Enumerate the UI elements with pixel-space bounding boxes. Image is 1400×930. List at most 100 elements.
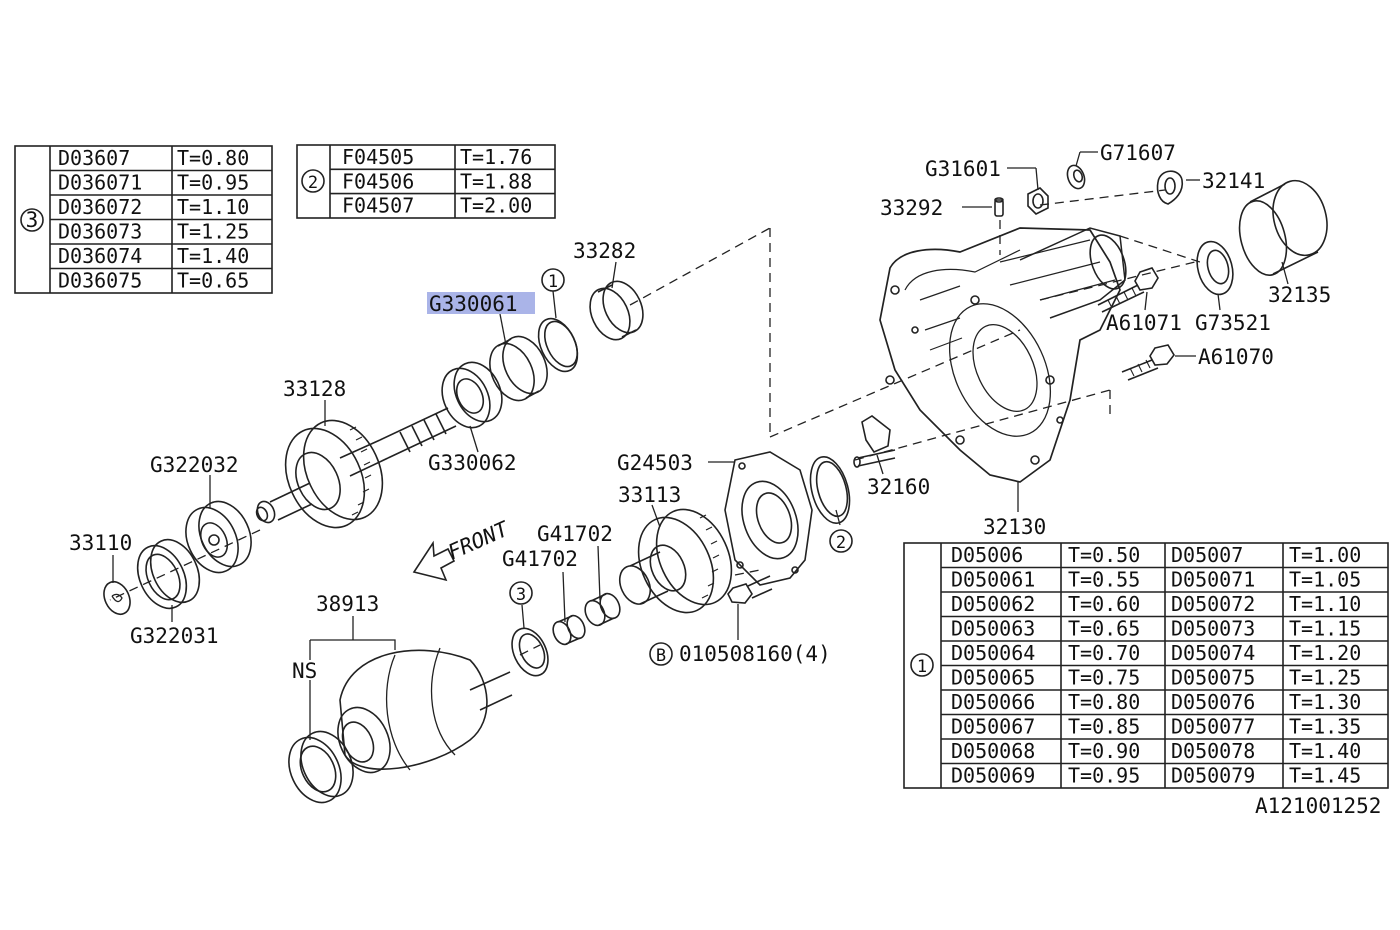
table2-part-cell: F04507: [342, 194, 414, 218]
circled-1-icon-shim: [541, 268, 565, 292]
pin-32160: [853, 415, 896, 468]
table1-thickness-cell: T=1.25: [1289, 666, 1361, 690]
label-32160[interactable]: 32160: [867, 475, 930, 499]
circled-b-icon: [649, 642, 673, 666]
label-G330062[interactable]: G330062: [428, 451, 517, 475]
circled-b-callout: B: [656, 646, 666, 666]
bushing-32135: [1238, 179, 1328, 276]
table1-part-cell: D050069: [951, 764, 1035, 788]
table1-thickness-cell: T=1.05: [1289, 568, 1361, 592]
label-G41702-a[interactable]: G41702: [502, 547, 578, 571]
gasket-32141: [1156, 170, 1184, 205]
circled-1-label: 1: [917, 657, 927, 677]
circled-3-label: 3: [26, 208, 39, 232]
label-G31601[interactable]: G31601: [925, 157, 1001, 181]
table1-thickness-cell: T=0.90: [1068, 739, 1140, 763]
shim-1: [537, 317, 579, 373]
circled-2-icon: [301, 169, 325, 193]
table1-part-cell: D050067: [951, 715, 1035, 739]
table3-part-cell: D036075: [58, 269, 142, 293]
table1-thickness-cell: T=1.40: [1289, 739, 1361, 763]
table3-thickness-cell: T=1.10: [177, 195, 249, 219]
diagram-code: A121001252: [1255, 794, 1381, 818]
circled-2-label: 2: [308, 173, 318, 193]
table1-thickness-cell: T=0.70: [1068, 641, 1140, 665]
table3-part-cell: D036074: [58, 244, 142, 268]
bolt-010508160: [727, 575, 773, 604]
table1-thickness-cell: T=0.55: [1068, 568, 1140, 592]
boot-38913: [337, 647, 513, 774]
table1-part-cell: D050075: [1171, 666, 1255, 690]
table1-part-cell: D050064: [951, 641, 1035, 665]
label-010508160[interactable]: 010508160(4): [679, 642, 831, 666]
table1-thickness-cell: T=1.10: [1289, 592, 1361, 616]
table1-part-cell: D050078: [1171, 739, 1255, 763]
table1-thickness-cell: T=0.65: [1068, 617, 1140, 641]
table1-part-cell: D050073: [1171, 617, 1255, 641]
highlight-G330061: [427, 292, 535, 314]
table3-thickness-cell: T=0.80: [177, 146, 249, 170]
label-33110[interactable]: 33110: [69, 531, 132, 555]
label-G322032[interactable]: G322032: [150, 453, 239, 477]
bearing-race-33282: [589, 280, 644, 341]
table1-part-cell: D050079: [1171, 764, 1255, 788]
label-G322031[interactable]: G322031: [130, 624, 219, 648]
table1-part-cell: D05006: [951, 543, 1023, 567]
bearing-G322032: [185, 500, 252, 574]
label-33292[interactable]: 33292: [880, 196, 943, 220]
table1-thickness-cell: T=0.80: [1068, 690, 1140, 714]
label-38913[interactable]: 38913: [316, 592, 379, 616]
table3-part-cell: D036072: [58, 195, 142, 219]
table3-part-cell: D036071: [58, 171, 142, 195]
race-G330061: [489, 335, 548, 402]
label-A61070[interactable]: A61070: [1198, 345, 1274, 369]
table1-part-cell: D050071: [1171, 568, 1255, 592]
table2-part-cell: F04506: [342, 169, 414, 193]
label-A61071[interactable]: A61071: [1106, 311, 1182, 335]
label-G71607[interactable]: G71607: [1100, 141, 1176, 165]
label-33113[interactable]: 33113: [618, 483, 681, 507]
table1-part-cell: D050062: [951, 592, 1035, 616]
label-G41702-b[interactable]: G41702: [537, 522, 613, 546]
table3-thickness-cell: T=0.95: [177, 171, 249, 195]
table1-part-cell: D05007: [1171, 543, 1243, 567]
circled-2-callout: 2: [836, 533, 846, 553]
needle-bearing-a: [552, 614, 586, 646]
washer-33110: [103, 580, 131, 616]
case-32130: [879, 227, 1127, 483]
table1-part-cell: D050063: [951, 617, 1035, 641]
circled-3-callout: 3: [516, 585, 526, 605]
seal-G73521: [1196, 240, 1234, 296]
table1-part-cell: D050077: [1171, 715, 1255, 739]
table1-thickness-cell: T=1.45: [1289, 764, 1361, 788]
circled-3-icon-shim: [509, 581, 533, 605]
label-33128[interactable]: 33128: [283, 377, 346, 401]
table2-thickness-cell: T=1.88: [460, 169, 532, 193]
table1-thickness-cell: T=1.35: [1289, 715, 1361, 739]
retainer-G24503: [724, 451, 813, 586]
table1-thickness-cell: T=0.95: [1068, 764, 1140, 788]
table1-thickness-cell: T=0.50: [1068, 543, 1140, 567]
table1-part-cell: D050076: [1171, 690, 1255, 714]
label-33282[interactable]: 33282: [573, 239, 636, 263]
label-32141[interactable]: 32141: [1202, 169, 1265, 193]
label-G24503[interactable]: G24503: [617, 451, 693, 475]
label-32130[interactable]: 32130: [983, 515, 1046, 539]
dowel-33292: [994, 197, 1004, 217]
label-G330061[interactable]: G330061: [429, 292, 518, 316]
table1-part-cell: D050065: [951, 666, 1035, 690]
label-G73521[interactable]: G73521: [1195, 311, 1271, 335]
washer-G71607: [1066, 164, 1086, 190]
table3-thickness-cell: T=0.65: [177, 269, 249, 293]
seal-ns: [288, 730, 354, 804]
label-ns: NS: [292, 659, 317, 683]
shim-3: [511, 627, 549, 677]
race-G322031: [136, 538, 201, 610]
label-32135[interactable]: 32135: [1268, 283, 1331, 307]
table1-part-cell: D050061: [951, 568, 1035, 592]
circled-2-icon-ring: [829, 529, 853, 553]
gear-33113: [618, 508, 733, 614]
